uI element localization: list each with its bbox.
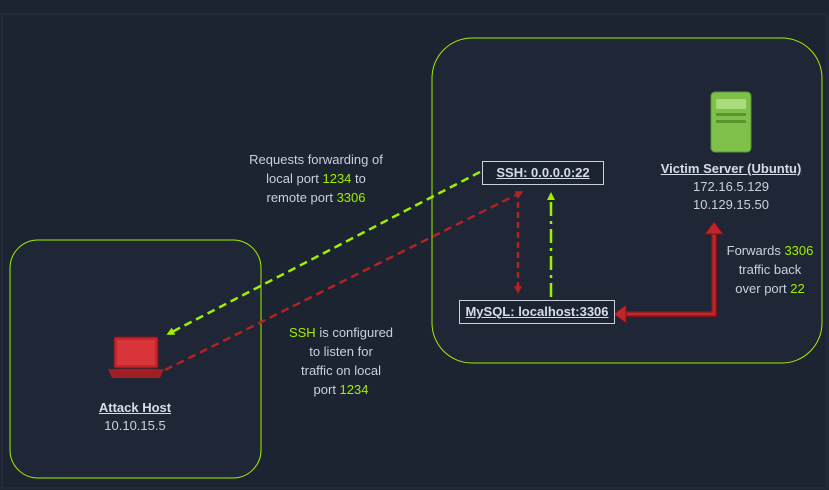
forward-request-arrow [166,170,481,335]
note-forward-line2: traffic back [738,262,802,277]
mysql-box-label: MySQL: localhost:3306 [465,304,609,319]
canvas-frame [1,13,828,489]
note-request-line3: remote port 3306 [226,188,406,207]
note-forward-line3: over port 22 [718,279,822,298]
note-request-remote-text: remote port [266,190,337,205]
note-request-local-port: 1234 [322,171,352,186]
mysql-box: MySQL: localhost:3306 [459,300,615,324]
ssh-tunnel-arrow [164,191,524,372]
note-listen-port: 1234 [339,382,369,397]
victim-server-ip1: 172.16.5.129 [693,179,769,194]
note-forward-text: Forwards [726,243,785,258]
note-request-line1: Requests forwarding of [249,152,383,167]
victim-server-ip2: 10.129.15.50 [693,197,769,212]
note-forward-ssh-port: 22 [790,281,805,296]
note-forward-line1: Forwards 3306 [718,241,822,260]
attack-host-title: Attack Host [98,400,172,415]
attack-host-ip: 10.10.15.5 [104,418,166,433]
note-request-remote-port: 3306 [336,190,366,205]
forwarding-request-note: Requests forwarding of local port 1234 t… [226,150,406,207]
note-request-line2: local port 1234 to [226,169,406,188]
note-listen-line3: traffic on local [301,363,381,378]
victim-server-title: Victim Server (Ubuntu) [660,161,802,176]
note-request-text: local port [266,171,323,186]
note-listen-ssh: SSH [288,325,316,340]
note-listen-line4: port 1234 [276,380,406,399]
laptop-icon [108,336,164,378]
ssh-listen-note: SSH is configured to listen for traffic … [276,323,406,399]
ssh-box: SSH: 0.0.0.0:22 [482,161,604,185]
forward-back-note: Forwards 3306 traffic back over port 22 [718,241,822,298]
ssh-box-label: SSH: 0.0.0.0:22 [496,165,590,180]
note-listen-port-text: port [313,382,340,397]
server-icon [710,91,752,153]
return-traffic-arrow [613,221,724,324]
victim-server-label: Victim Server (Ubuntu) 172.16.5.129 10.1… [641,160,821,214]
attack-host-label: Attack Host 10.10.15.5 [60,399,210,435]
note-listen-line2: to listen for [309,344,373,359]
note-listen-configured: is configured [315,325,394,340]
note-forward-port: 3306 [784,243,814,258]
note-forward-over-text: over port [735,281,791,296]
note-request-to: to [351,171,366,186]
note-listen-line1: SSH is configured [276,323,406,342]
